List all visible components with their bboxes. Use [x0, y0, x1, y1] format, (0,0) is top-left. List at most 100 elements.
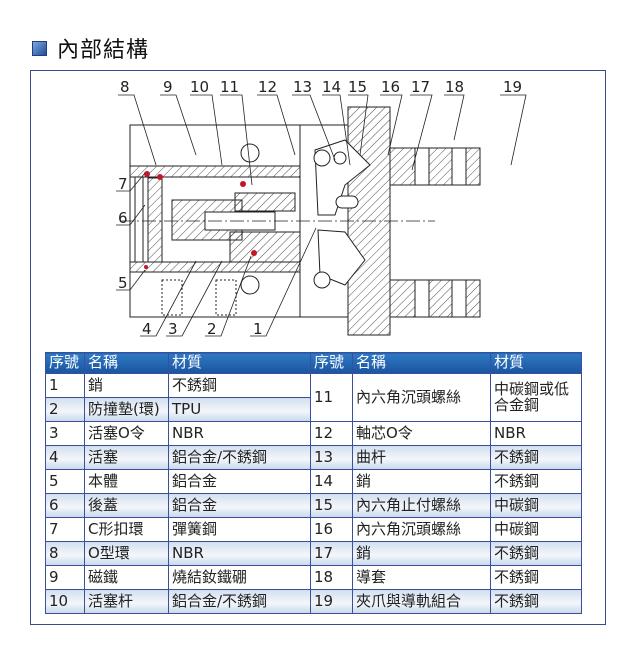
callout-16: 16 — [381, 78, 400, 96]
part-material: 中碳鋼 — [490, 493, 582, 518]
leader-lines — [116, 94, 527, 337]
callout-17: 17 — [411, 78, 430, 96]
part-material: 鋁合金 — [168, 469, 311, 494]
part-material: NBR — [168, 541, 311, 566]
header-material-right: 材質 — [490, 352, 582, 374]
part-name: 曲杆 — [352, 445, 491, 470]
part-no: 18 — [310, 565, 353, 590]
square-bullet-icon — [32, 40, 47, 56]
part-no: 13 — [310, 445, 353, 470]
callout-14: 14 — [322, 78, 341, 96]
header-no-right: 序號 — [310, 352, 353, 374]
part-no: 1 — [45, 373, 85, 398]
callout-4: 4 — [142, 320, 152, 338]
part-name: 後蓋 — [84, 493, 169, 518]
part-name: 軸芯O令 — [352, 421, 491, 446]
seal-markers — [144, 171, 257, 269]
part-material: 中碳鋼 — [490, 517, 582, 542]
part-no: 15 — [310, 493, 353, 518]
part-no: 11 — [310, 373, 353, 422]
part-name: 導套 — [352, 565, 491, 590]
callout-2: 2 — [207, 320, 217, 338]
part-name: 銷 — [352, 469, 491, 494]
callout-19: 19 — [503, 78, 522, 96]
part-name: 活塞 — [84, 445, 169, 470]
part-material: TPU — [168, 397, 311, 422]
part-material: NBR — [490, 421, 582, 446]
callout-8: 8 — [120, 78, 130, 96]
part-no: 6 — [45, 493, 85, 518]
callout-12: 12 — [258, 78, 277, 96]
callout-18: 18 — [445, 78, 464, 96]
part-name: 銷 — [352, 541, 491, 566]
part-no: 10 — [45, 589, 85, 614]
part-no: 9 — [45, 565, 85, 590]
part-name: 磁鐵 — [84, 565, 169, 590]
part-no: 2 — [45, 397, 85, 422]
section-title-text: 內部結構 — [57, 38, 150, 63]
header-material: 材質 — [168, 352, 311, 374]
callout-5: 5 — [118, 274, 128, 292]
part-no: 14 — [310, 469, 353, 494]
part-material: 鋁合金/不銹鋼 — [168, 445, 311, 470]
content-frame — [30, 70, 606, 625]
part-no: 4 — [45, 445, 85, 470]
part-name: C形扣環 — [84, 517, 169, 542]
part-name: 本體 — [84, 469, 169, 494]
part-name: 夾爪與導軌組合 — [352, 589, 491, 614]
section-title: 內部結構 — [32, 32, 149, 64]
part-material: 燒結釹鐵硼 — [168, 565, 311, 590]
part-material: 不銹鋼 — [168, 373, 311, 398]
part-name: 銷 — [84, 373, 169, 398]
part-material: 不銹鋼 — [490, 565, 582, 590]
header-no: 序號 — [45, 352, 85, 374]
part-no: 17 — [310, 541, 353, 566]
callout-9: 9 — [163, 78, 173, 96]
part-material: 鋁合金/不銹鋼 — [168, 589, 311, 614]
callout-1: 1 — [253, 320, 263, 338]
part-material: 不銹鋼 — [490, 589, 582, 614]
callout-10: 10 — [190, 78, 209, 96]
callout-7: 7 — [118, 175, 128, 193]
part-material: 不銹鋼 — [490, 541, 582, 566]
callout-15: 15 — [348, 78, 367, 96]
part-material: 不銹鋼 — [490, 445, 582, 470]
part-no: 7 — [45, 517, 85, 542]
part-name: 內六角沉頭螺絲 — [352, 373, 491, 422]
part-name: 活塞O令 — [84, 421, 169, 446]
header-name: 名稱 — [84, 352, 169, 374]
callout-labels: 8 9 10 11 12 13 14 15 16 17 18 19 7 6 5 … — [118, 78, 522, 338]
part-name: 內六角止付螺絲 — [352, 493, 491, 518]
part-name: O型環 — [84, 541, 169, 566]
part-material: 中碳鋼或低合金鋼 — [490, 373, 582, 422]
internal-structure-drawing: 8 9 10 11 12 13 14 15 16 17 18 19 7 6 5 … — [116, 78, 527, 338]
callout-6: 6 — [118, 209, 128, 227]
part-no: 3 — [45, 421, 85, 446]
part-material: 鋁合金 — [168, 493, 311, 518]
part-no: 16 — [310, 517, 353, 542]
part-name: 防撞墊(環) — [84, 397, 169, 422]
callout-3: 3 — [168, 320, 178, 338]
part-material: 不銹鋼 — [490, 469, 582, 494]
part-material: NBR — [168, 421, 311, 446]
callout-13: 13 — [293, 78, 312, 96]
table-header: 序號 名稱 材質 序號 名稱 材質 — [45, 352, 582, 374]
part-no: 5 — [45, 469, 85, 494]
part-name: 活塞杆 — [84, 589, 169, 614]
part-no: 8 — [45, 541, 85, 566]
part-no: 19 — [310, 589, 353, 614]
part-no: 12 — [310, 421, 353, 446]
callout-11: 11 — [220, 78, 239, 96]
part-name: 內六角沉頭螺絲 — [352, 517, 491, 542]
header-name-right: 名稱 — [352, 352, 491, 374]
